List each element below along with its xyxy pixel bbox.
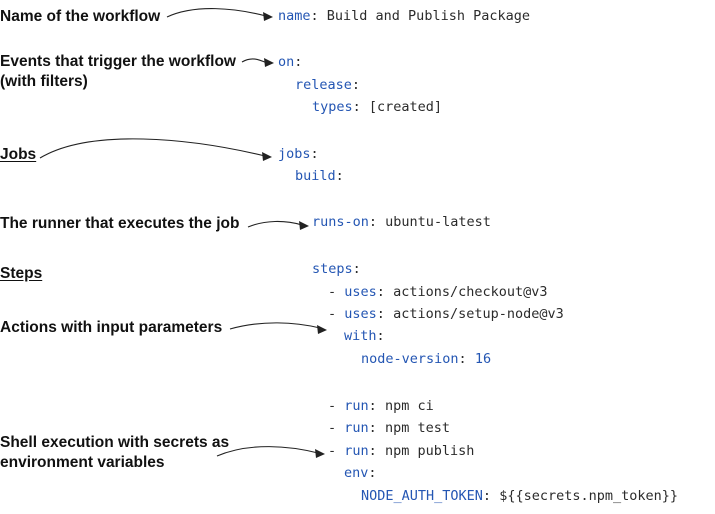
yaml-value-node-version: 16: [474, 351, 492, 367]
yaml-line-runs-on: runs-on: ubuntu-latest: [312, 214, 491, 230]
yaml-key-with: with: [344, 328, 377, 344]
yaml-key-jobs: jobs: [278, 146, 311, 162]
yaml-line-run-test: - run: npm test: [328, 420, 450, 436]
label-shell-line-1: Shell execution with secrets as: [0, 434, 230, 451]
yaml-key-run: run: [344, 443, 369, 459]
yaml-dash: -: [328, 420, 337, 436]
yaml-dash: -: [328, 306, 337, 322]
yaml-value-setup-node: actions/setup-node@v3: [393, 306, 564, 322]
yaml-value-npm-ci: npm ci: [384, 398, 434, 414]
yaml-value-types: [created]: [368, 99, 443, 115]
yaml-line-steps: steps:: [312, 261, 361, 277]
yaml-key-runs-on: runs-on: [312, 214, 369, 230]
arrow-name: [166, 8, 273, 21]
yaml-key-run: run: [344, 398, 369, 414]
yaml-value-node-auth-token: ${{secrets.npm_token}}: [499, 488, 678, 504]
label-shell-line-2: environment variables: [0, 454, 165, 471]
arrow-actions: [229, 322, 327, 334]
arrow-shell: [216, 446, 325, 458]
arrow-jobs: [39, 138, 272, 161]
yaml-dash: -: [328, 284, 337, 300]
yaml-key-name: name: [278, 8, 311, 24]
yaml-key-node-version: node-version: [361, 351, 459, 367]
yaml-line-node-version: node-version: 16: [361, 351, 492, 367]
yaml-dash: -: [328, 443, 337, 459]
yaml-line-on: on:: [278, 54, 303, 70]
label-runner: The runner that executes the job: [0, 215, 240, 232]
yaml-key-types: types: [312, 99, 353, 115]
yaml-dash: -: [328, 398, 337, 414]
yaml-line-uses-setup-node: - uses: actions/setup-node@v3: [328, 306, 564, 322]
yaml-key-node-auth-token: NODE_AUTH_TOKEN: [361, 488, 483, 504]
yaml-line-name: name: Build and Publish Package: [278, 8, 530, 24]
yaml-line-jobs: jobs:: [278, 146, 319, 162]
yaml-line-run-ci: - run: npm ci: [328, 398, 434, 414]
yaml-line-run-publish: - run: npm publish: [328, 443, 475, 459]
yaml-key-run: run: [344, 420, 369, 436]
yaml-line-env: env:: [344, 465, 377, 481]
yaml-line-uses-checkout: - uses: actions/checkout@v3: [328, 284, 548, 300]
yaml-line-release: release:: [295, 77, 361, 93]
yaml-key-uses: uses: [344, 284, 377, 300]
yaml-key-env: env: [344, 465, 369, 481]
yaml-line-node-auth-token: NODE_AUTH_TOKEN: ${{secrets.npm_token}}: [361, 488, 678, 504]
label-events-line-1: Events that trigger the workflow: [0, 53, 236, 70]
arrow-events: [241, 58, 274, 67]
yaml-value-npm-publish: npm publish: [384, 443, 475, 459]
yaml-key-on: on: [278, 54, 295, 70]
label-jobs: Jobs: [0, 146, 37, 163]
label-actions: Actions with input parameters: [0, 319, 223, 336]
yaml-line-types: types: [created]: [312, 99, 443, 115]
label-events-line-2: (with filters): [0, 73, 88, 90]
yaml-key-build: build: [295, 168, 336, 184]
yaml-key-steps: steps: [312, 261, 353, 277]
label-workflow-name: Name of the workflow: [0, 8, 161, 25]
yaml-line-build: build:: [295, 168, 344, 184]
yaml-key-uses: uses: [344, 306, 377, 322]
yaml-value-runs-on: ubuntu-latest: [385, 214, 491, 230]
arrow-runner: [247, 220, 309, 230]
yaml-value-name: Build and Publish Package: [326, 8, 530, 24]
yaml-line-with: with:: [344, 328, 385, 344]
yaml-key-release: release: [295, 77, 352, 93]
yaml-value-npm-test: npm test: [384, 420, 450, 436]
label-steps: Steps: [0, 265, 43, 282]
yaml-value-checkout: actions/checkout@v3: [393, 284, 548, 300]
